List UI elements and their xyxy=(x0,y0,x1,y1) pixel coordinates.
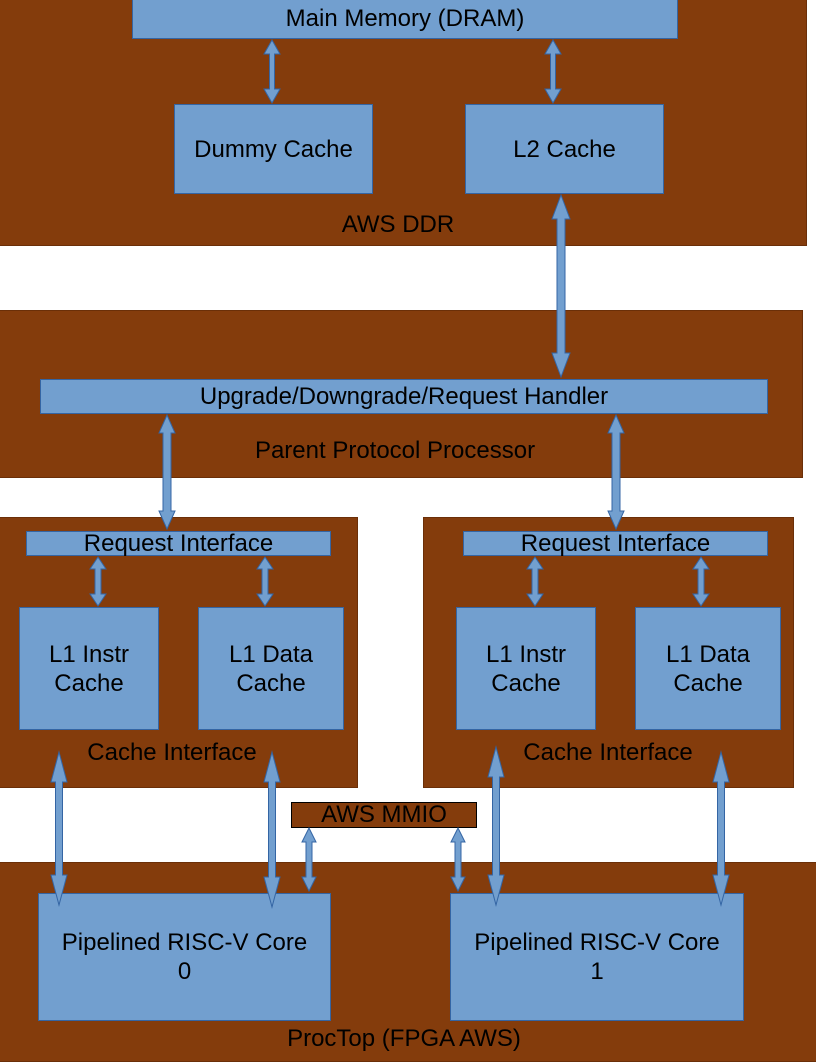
arrow-l1d0-core0 xyxy=(263,750,281,909)
aws-ddr-region xyxy=(0,0,807,246)
l1-data-cache-1-box: L1 Data Cache xyxy=(635,607,781,730)
arrow-handler-req1 xyxy=(607,413,625,531)
arrow-l1i0-core0 xyxy=(50,750,68,907)
request-handler-box: Upgrade/Downgrade/Request Handler xyxy=(40,379,768,414)
arrow-req0-l1d xyxy=(256,556,274,607)
main-memory-box: Main Memory (DRAM) xyxy=(132,0,678,39)
parent-protocol-label: Parent Protocol Processor xyxy=(254,437,536,464)
aws-ddr-label: AWS DDR xyxy=(341,211,455,238)
core-1-box: Pipelined RISC-V Core 1 xyxy=(450,893,744,1021)
l2-cache-box: L2 Cache xyxy=(465,104,664,194)
arrow-req0-l1i xyxy=(89,556,107,607)
aws-mmio-box: AWS MMIO xyxy=(291,801,477,828)
proctop-label: ProcTop (FPGA AWS) xyxy=(287,1025,521,1052)
l1-instr-cache-0-box: L1 Instr Cache xyxy=(19,607,159,730)
arrow-l2-handler xyxy=(551,193,571,379)
l1-data-cache-0-box: L1 Data Cache xyxy=(198,607,344,730)
cache-interface-0-label: Cache Interface xyxy=(87,739,257,766)
arrow-mmio-core1 xyxy=(450,826,466,893)
arrow-l1i1-core1 xyxy=(487,745,505,907)
arrow-handler-req0 xyxy=(158,413,176,531)
request-interface-0-box: Request Interface xyxy=(26,530,331,557)
request-interface-1-box: Request Interface xyxy=(463,530,768,557)
arrow-memory-l2 xyxy=(544,38,562,105)
arrow-l1d1-core1 xyxy=(712,750,730,907)
arrow-req1-l1i xyxy=(526,556,544,607)
l1-instr-cache-1-box: L1 Instr Cache xyxy=(456,607,596,730)
arrow-memory-dummy xyxy=(263,38,281,105)
arrow-req1-l1d xyxy=(692,556,710,607)
dummy-cache-box: Dummy Cache xyxy=(174,104,373,194)
arrow-mmio-core0 xyxy=(301,826,317,893)
core-0-box: Pipelined RISC-V Core 0 xyxy=(38,893,331,1021)
cache-interface-1-label: Cache Interface xyxy=(523,739,693,766)
